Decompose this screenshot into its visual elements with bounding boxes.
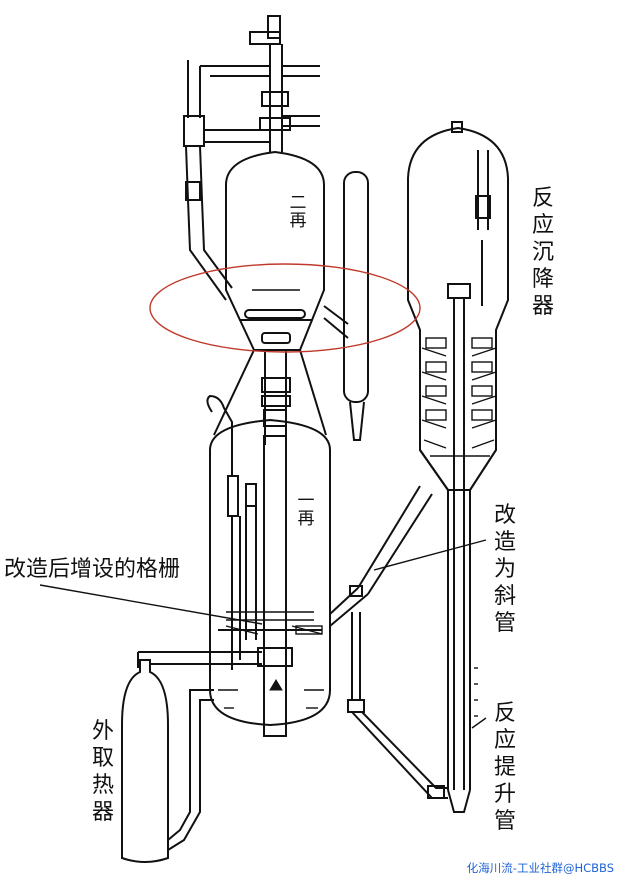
external-heat-remover bbox=[121, 651, 262, 863]
inclined-pipe-leader-line bbox=[373, 539, 487, 571]
first-regenerator-internals bbox=[206, 394, 257, 670]
disengager-internals bbox=[421, 121, 497, 790]
highlight-ellipse bbox=[149, 263, 421, 353]
first-regenerator-vessel bbox=[209, 418, 331, 737]
added-grid-label: 改造后增设的格栅 bbox=[4, 557, 181, 582]
added-grid bbox=[218, 625, 323, 635]
riser-label: 反应提升管 bbox=[493, 701, 516, 834]
grid-leader-line bbox=[39, 584, 263, 625]
regenerated-catalyst-pipe bbox=[347, 612, 448, 799]
reactor-disengager-label: 反应沉降器 bbox=[531, 186, 554, 319]
watermark: 化海川流-工业社群@HCBBS bbox=[466, 861, 614, 875]
stripper-baffles bbox=[421, 337, 497, 449]
transfer-line bbox=[213, 349, 327, 445]
reactor-disengager-vessel bbox=[407, 126, 509, 813]
second-regenerator-vessel bbox=[225, 150, 325, 351]
first-regenerator-label: 一再 bbox=[297, 491, 315, 529]
second-regenerator-standpipe bbox=[323, 171, 369, 441]
riser-leader-line bbox=[471, 717, 487, 729]
external-heat-remover-label: 外取热器 bbox=[91, 719, 114, 825]
second-regenerator-label: 二再 bbox=[289, 193, 307, 231]
inclined-pipe-label: 改造为斜管 bbox=[493, 503, 516, 636]
inclined-spent-catalyst-pipe bbox=[329, 485, 433, 627]
